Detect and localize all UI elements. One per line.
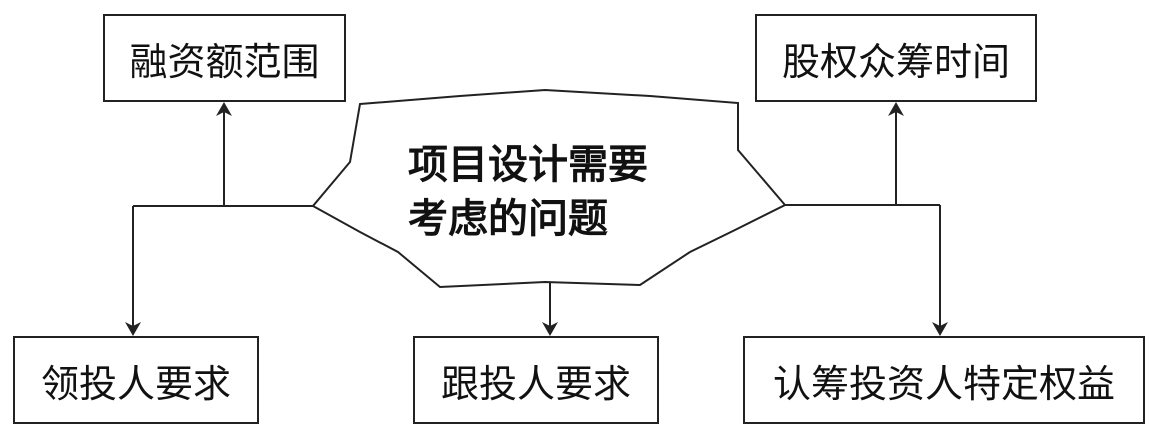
follow-investor-label: 跟投人要求 (440, 361, 631, 406)
crowdfunding-time-box: 股权众筹时间 (755, 14, 1037, 102)
lead-investor-box: 领投人要求 (13, 336, 259, 424)
lead-investor-label: 领投人要求 (40, 361, 231, 406)
center-burst-shape (311, 88, 787, 289)
follow-investor-box: 跟投人要求 (413, 336, 659, 424)
center-topic-label: 项目设计需要 考虑的问题 (408, 138, 688, 246)
center-topic-line-2: 考虑的问题 (408, 196, 608, 242)
subscriber-rights-label: 认筹投资人特定权益 (772, 361, 1115, 406)
subscriber-rights-box: 认筹投资人特定权益 (743, 336, 1145, 424)
crowdfunding-time-label: 股权众筹时间 (781, 39, 1010, 84)
financing-range-box: 融资额范围 (103, 14, 346, 102)
financing-range-label: 融资额范围 (129, 39, 320, 84)
center-topic-line-1: 项目设计需要 (408, 142, 648, 188)
